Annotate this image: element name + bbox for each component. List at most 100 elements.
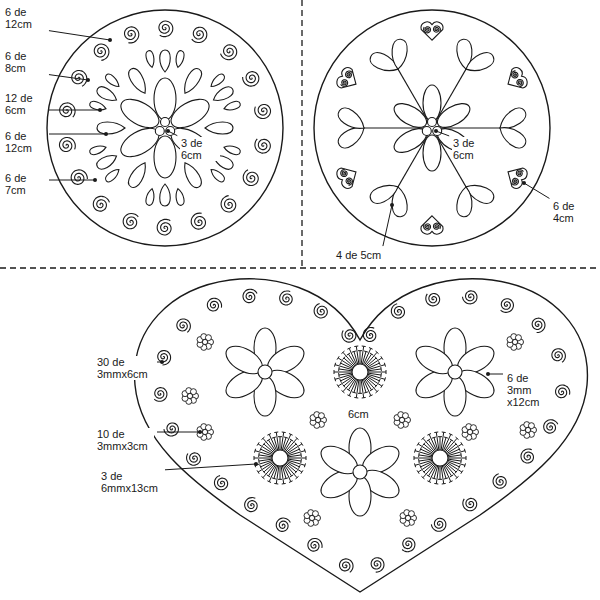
- fringe-tip: [461, 442, 463, 445]
- coil-spiral: [123, 213, 138, 228]
- flower-center: [258, 365, 272, 379]
- fringe-tip: [384, 377, 385, 381]
- leader-dot: [93, 178, 97, 182]
- teardrop-shape: [335, 105, 368, 134]
- coil-spiral: [340, 79, 349, 88]
- fringe-tip: [272, 437, 276, 438]
- small-heart: [421, 216, 443, 234]
- leader-line: [49, 134, 106, 135]
- coil-spiral: [276, 518, 290, 531]
- fringe-tip: [267, 475, 270, 477]
- teardrop-shape: [104, 167, 122, 184]
- heart-coils: [339, 168, 353, 186]
- fringe-tip: [354, 397, 358, 399]
- petal-shape: [154, 136, 176, 178]
- fringe-strand: [269, 465, 276, 481]
- fringe-tip: [449, 434, 453, 436]
- teardrop-shape: [496, 122, 529, 151]
- coil-spiral: [314, 304, 327, 318]
- fringe-strand: [283, 434, 290, 450]
- coil-spiral: [221, 45, 237, 60]
- fringe-tip: [301, 442, 303, 445]
- fringe-tip: [306, 456, 307, 460]
- leader-line: [49, 180, 95, 181]
- dimension-label: 30 de 3mmx6cm: [96, 356, 154, 380]
- fringe-tip: [421, 476, 424, 479]
- fringe-strand: [429, 465, 436, 481]
- fringe-strand: [443, 434, 450, 450]
- coil-spiral: [552, 349, 565, 363]
- leader-dot: [434, 129, 438, 133]
- fringe-tip: [341, 390, 344, 393]
- fringe-tip: [300, 459, 302, 463]
- dimension-label: 10 de 3mmx3cm: [96, 428, 154, 452]
- teardrop-shape: [180, 160, 204, 190]
- center-coil: [433, 127, 442, 136]
- fringe-tip: [444, 437, 448, 438]
- fringe-tip: [278, 436, 282, 437]
- fringe-tip: [257, 442, 259, 445]
- fringe-strand: [343, 352, 355, 366]
- leader-dot: [160, 360, 164, 364]
- fringe-tip: [432, 478, 436, 479]
- fringe-strand: [363, 348, 370, 364]
- leader-line: [49, 75, 88, 80]
- fringe-strand: [365, 352, 377, 366]
- fringe-strand: [287, 462, 302, 472]
- fringe-tip: [379, 361, 381, 365]
- dimension-label: 12 de 6cm: [4, 92, 46, 116]
- fringe-tip: [438, 479, 442, 480]
- coil-spiral: [243, 170, 258, 186]
- leader-dot: [104, 132, 108, 136]
- teardrop-shape: [95, 84, 119, 104]
- fringe-tip: [420, 447, 422, 451]
- fringe-tip: [442, 431, 446, 433]
- coil-spiral: [177, 319, 191, 332]
- dimension-label: 6 de 12cm: [4, 6, 46, 30]
- fringe-strand: [360, 351, 361, 364]
- rosette-center: [202, 339, 207, 344]
- coil-spiral: [431, 518, 445, 531]
- leader-line: [49, 110, 100, 111]
- fringe-tip: [352, 351, 356, 352]
- leader-line: [488, 374, 503, 375]
- fringe-tip: [380, 373, 382, 377]
- fringe-strand: [285, 438, 297, 452]
- fringe-strand: [367, 376, 382, 386]
- fringe-strand: [288, 458, 306, 459]
- fringe-strand: [419, 459, 432, 461]
- rosette-center: [315, 417, 320, 422]
- fringe-tip: [379, 379, 381, 383]
- leader-line: [383, 205, 392, 246]
- fringe-strand: [414, 458, 432, 459]
- teardrop-shape: [174, 50, 185, 68]
- fringe-tip: [347, 353, 350, 355]
- rosette-center: [309, 515, 314, 520]
- fringe-tip: [257, 470, 259, 473]
- rosette-center: [467, 429, 472, 434]
- fringe-tip: [369, 348, 373, 350]
- fringe-tip: [274, 483, 278, 485]
- coil-spiral: [243, 289, 257, 302]
- coil-spiral: [243, 72, 259, 86]
- coil-spiral: [158, 351, 171, 365]
- fringe-tip: [299, 465, 301, 469]
- fringe-tip: [338, 367, 340, 371]
- fringe-tip: [340, 361, 342, 365]
- mandala-outline: [47, 10, 283, 246]
- fringe-tip: [352, 392, 356, 393]
- fringe-tip: [267, 439, 270, 441]
- coil-spiral: [207, 298, 221, 311]
- petal-shape: [423, 135, 441, 171]
- fringe-strand: [334, 372, 352, 373]
- small-heart: [503, 162, 530, 190]
- small-heart: [503, 65, 530, 93]
- fringe-tip: [450, 475, 453, 477]
- center-coil: [428, 118, 437, 127]
- fringe-center: [352, 364, 368, 380]
- fringe-tip: [369, 395, 373, 397]
- coil-spiral: [515, 168, 524, 177]
- fringe-strand: [288, 451, 305, 456]
